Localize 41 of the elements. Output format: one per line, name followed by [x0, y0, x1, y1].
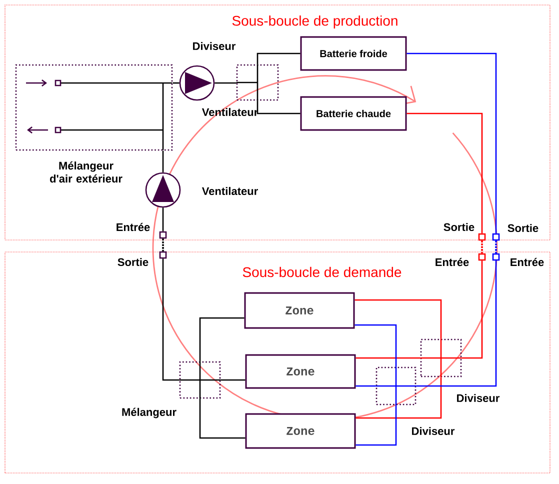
pipe-line	[162, 208, 164, 232]
zone-box: Zone	[245, 354, 356, 389]
component-label: Entrée	[116, 222, 150, 232]
component-label: Sortie	[118, 258, 148, 266]
pipe-line	[162, 150, 164, 172]
pipe-line	[162, 258, 180, 381]
component-label: Mélangeur	[122, 408, 176, 418]
component-label: Diviseur	[412, 426, 455, 436]
pipe-line	[199, 398, 246, 439]
component-label: Ventilateur	[202, 186, 258, 196]
pipe-line	[356, 405, 397, 446]
component-label: Diviseur	[457, 394, 500, 402]
pipe-line	[162, 238, 164, 252]
pipe-line	[256, 52, 300, 64]
pipe-line	[406, 112, 483, 234]
pipe-line	[214, 82, 236, 84]
coil-box: Batterie chaude	[300, 96, 407, 131]
component-label: Diviseur	[193, 42, 236, 50]
pipe-line	[356, 357, 420, 359]
pipe-line	[354, 324, 397, 367]
pipe-line	[172, 82, 180, 84]
pipe-line	[220, 379, 246, 381]
pipe-line	[256, 100, 300, 114]
component-label: Sortie	[508, 224, 538, 232]
component-label: Entrée	[510, 258, 544, 266]
pipe-line	[416, 260, 497, 387]
pipe-line	[495, 240, 497, 254]
coil-box: Batterie froide	[300, 36, 407, 71]
pipe-line	[354, 299, 442, 339]
component-label: Entrée	[436, 258, 469, 266]
pipe-line	[199, 317, 244, 362]
pipe-line	[356, 377, 442, 419]
pipe-line	[406, 52, 497, 234]
pipe-line	[356, 385, 376, 387]
mixer-box: Mélangeur d'air extérieur	[15, 64, 173, 183]
zone-box: Zone	[245, 413, 356, 449]
zone-box: Zone	[244, 292, 355, 329]
pipe-line	[481, 240, 483, 254]
component-label: Ventilateur	[202, 108, 258, 116]
pipe-line	[462, 260, 483, 359]
component-label: Sortie	[444, 222, 474, 232]
